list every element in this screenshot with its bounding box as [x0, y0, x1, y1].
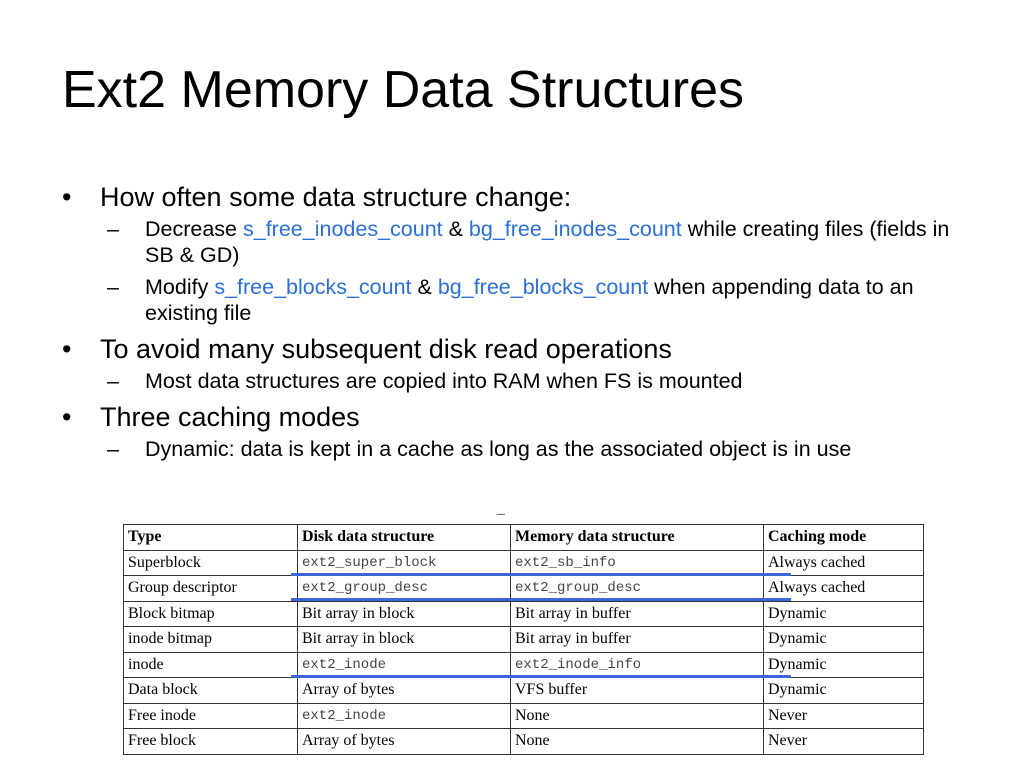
- table-cell: Bit array in buffer: [510, 600, 764, 627]
- table-cell: Bit array in block: [297, 600, 511, 627]
- table-cell: Bit array in block: [297, 626, 511, 653]
- table-cell: Always cached: [763, 549, 924, 576]
- sub-bullet-text: Decrease: [145, 217, 243, 241]
- table-cell: Superblock: [123, 549, 298, 576]
- field-name: bg_free_blocks_count: [437, 275, 649, 299]
- sub-bullet-text: when appending data to an existing file: [145, 275, 914, 325]
- bullet-item: • How often some data structure change:: [62, 180, 972, 214]
- sub-bullet-item: – Decrease s_free_inodes_count & bg_free_…: [107, 216, 972, 268]
- table-cell: inode: [123, 651, 298, 678]
- table-cell: Dynamic: [763, 600, 924, 627]
- table-cell: Always cached: [763, 575, 924, 602]
- sub-bullet-text: Dynamic: data is kept in a cache as long…: [145, 437, 852, 461]
- bullet-dot-icon: •: [62, 334, 72, 364]
- table-cell: Free block: [123, 728, 298, 755]
- decorative-tick: [497, 514, 505, 515]
- sub-bullet-item: – Most data structures are copied into RA…: [107, 368, 972, 394]
- dash-icon: –: [107, 437, 119, 461]
- dash-icon: –: [107, 217, 119, 241]
- table-cell: ext2_group_desc: [510, 575, 764, 602]
- table-header-cell: Disk data structure: [297, 524, 511, 551]
- bullet-text: To avoid many subsequent disk read opera…: [100, 334, 672, 364]
- table-cell: ext2_sb_info: [510, 549, 764, 576]
- table-header-cell: Type: [123, 524, 298, 551]
- bullet-text: Three caching modes: [100, 402, 360, 432]
- slide-title: Ext2 Memory Data Structures: [62, 61, 744, 119]
- table-cell: Data block: [123, 677, 298, 704]
- bullet-item: • Three caching modes: [62, 400, 972, 434]
- field-name: s_free_blocks_count: [214, 275, 412, 299]
- table-cell: ext2_inode: [297, 651, 511, 678]
- table-header-cell: Caching mode: [763, 524, 924, 551]
- dash-icon: –: [107, 275, 119, 299]
- sub-bullet-item: – Modify s_free_blocks_count & bg_free_bl…: [107, 274, 972, 326]
- field-name: s_free_inodes_count: [243, 217, 443, 241]
- field-name: bg_free_inodes_count: [468, 217, 682, 241]
- table-header-cell: Memory data structure: [510, 524, 764, 551]
- bullet-list: • How often some data structure change: – D…: [62, 180, 972, 468]
- highlight-underline: [291, 598, 791, 601]
- table-cell: Never: [763, 702, 924, 729]
- sub-bullet-text: &: [442, 217, 469, 241]
- table-cell: ext2_inode: [297, 702, 511, 729]
- sub-bullet-text: Modify: [145, 275, 215, 299]
- table-cell: None: [510, 728, 764, 755]
- table-cell: Group descriptor: [123, 575, 298, 602]
- sub-bullet-text: while creating files (fields in SB & GD): [145, 217, 950, 267]
- table-cell: Never: [763, 728, 924, 755]
- bullet-dot-icon: •: [62, 402, 72, 432]
- sub-bullet-item: – Dynamic: data is kept in a cache as lon…: [107, 436, 972, 462]
- table-cell: Free inode: [123, 702, 298, 729]
- table-cell: inode bitmap: [123, 626, 298, 653]
- table-cell: Dynamic: [763, 626, 924, 653]
- table-cell: Array of bytes: [297, 728, 511, 755]
- table-cell: Dynamic: [763, 677, 924, 704]
- highlight-underline: [291, 675, 791, 678]
- table-cell: Block bitmap: [123, 600, 298, 627]
- sub-bullet-text: Most data structures are copied into RAM…: [145, 369, 743, 393]
- bullet-dot-icon: •: [62, 182, 72, 212]
- sub-bullet-text: &: [411, 275, 438, 299]
- bullet-item: • To avoid many subsequent disk read oper…: [62, 332, 972, 366]
- bullet-text: How often some data structure change:: [100, 182, 572, 212]
- table-cell: Array of bytes: [297, 677, 511, 704]
- table-cell: None: [510, 702, 764, 729]
- table-cell: ext2_super_block: [297, 549, 511, 576]
- table-cell: VFS buffer: [510, 677, 764, 704]
- table-cell: Bit array in buffer: [510, 626, 764, 653]
- table-cell: Dynamic: [763, 651, 924, 678]
- highlight-underline: [291, 573, 791, 576]
- dash-icon: –: [107, 369, 119, 393]
- table-cell: ext2_inode_info: [510, 651, 764, 678]
